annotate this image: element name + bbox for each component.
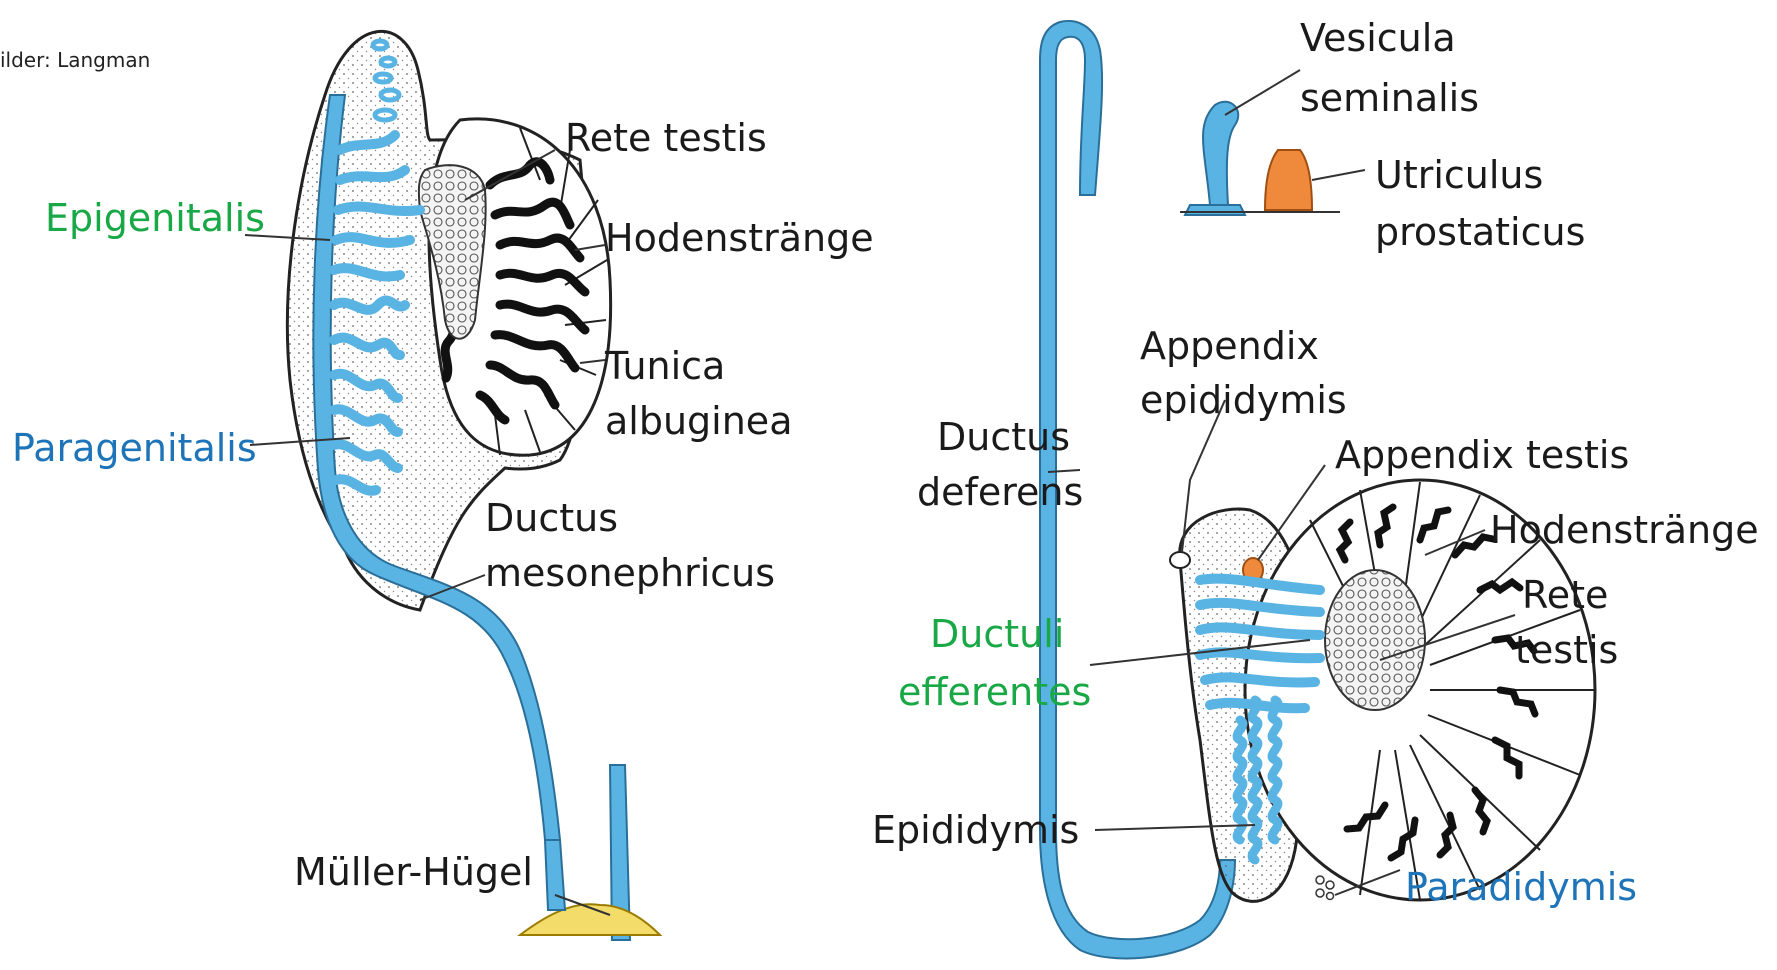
label-mueller-huegel: Müller-Hügel (294, 850, 533, 895)
label-epididymis: Epididymis (872, 808, 1079, 853)
label-hodenstraenge-right: Hodenstränge (1490, 508, 1759, 553)
label-hodenstraenge-left: Hodenstränge (605, 216, 874, 261)
label-ductuli: Ductuli (930, 612, 1064, 657)
label-rete-testis-left: Rete testis (565, 116, 767, 161)
label-appendix: Appendix (1140, 324, 1319, 369)
label-seminalis: seminalis (1300, 76, 1479, 121)
label-ductus-left: Ductus (485, 496, 618, 541)
label-tunica: Tunica (605, 344, 725, 389)
label-epigenitalis: Epigenitalis (45, 196, 265, 241)
label-epididymis-word: epididymis (1140, 378, 1347, 423)
label-paradidymis: Paradidymis (1405, 865, 1637, 910)
label-ductus-right: Ductus (937, 415, 1070, 460)
label-prostaticus: prostaticus (1375, 210, 1585, 255)
label-utriculus: Utriculus (1375, 153, 1543, 198)
label-paragenitalis: Paragenitalis (12, 426, 257, 471)
image-credit: ilder: Langman (0, 48, 150, 72)
left-diagram-art (245, 31, 660, 940)
mueller-huegel-left (520, 904, 660, 935)
label-testis-word: testis (1515, 628, 1618, 673)
vesicula-seminalis-art (1203, 102, 1238, 205)
paradidymis-art (1316, 876, 1334, 900)
label-appendix-testis: Appendix testis (1335, 433, 1629, 478)
label-efferentes: efferentes (898, 670, 1091, 715)
label-deferens: deferens (917, 470, 1083, 515)
label-albuginea: albuginea (605, 399, 792, 444)
ejaculatory-duct-stub (1185, 205, 1245, 215)
rete-testis-mesh-right (1325, 570, 1425, 710)
label-mesonephricus: mesonephricus (485, 551, 775, 596)
appendix-epididymis-art (1170, 552, 1190, 568)
utriculus-prostaticus-art (1265, 150, 1312, 210)
label-vesicula: Vesicula (1300, 16, 1456, 61)
label-rete: Rete (1522, 573, 1608, 618)
